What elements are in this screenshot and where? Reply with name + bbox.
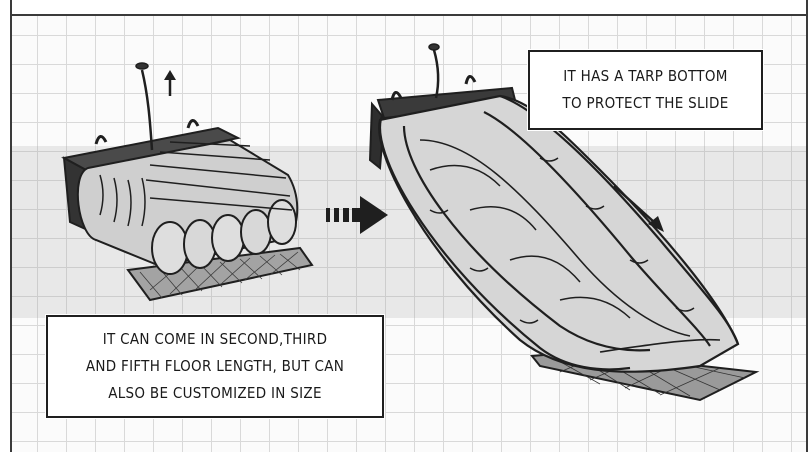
deployed-slide-body	[378, 94, 740, 373]
caption-floor-length: IT CAN COME IN SECOND,THIRD AND FIFTH FL…	[46, 315, 384, 418]
caption-line: IT HAS A TARP BOTTOM	[563, 67, 728, 85]
caption-line: AND FIFTH FLOOR LENGTH, BUT CAN	[85, 357, 345, 375]
caption-line: ALSO BE CUSTOMIZED IN SIZE	[108, 384, 322, 402]
fast-forward-arrow-icon	[326, 196, 388, 234]
caption-tarp-bottom: IT HAS A TARP BOTTOM TO PROTECT THE SLID…	[528, 50, 763, 130]
arrow-down-right-icon	[613, 185, 664, 232]
folded-slide-rolls	[76, 138, 299, 275]
panel-border-right	[806, 0, 808, 452]
panel-border-top	[0, 0, 808, 16]
arrow-up-icon	[164, 70, 176, 96]
caption-line: IT CAN COME IN SECOND,THIRD	[102, 330, 328, 348]
panel-border-left	[0, 0, 12, 452]
deployed-slide-top	[368, 43, 518, 170]
caption-line: TO PROTECT THE SLIDE	[562, 94, 729, 112]
